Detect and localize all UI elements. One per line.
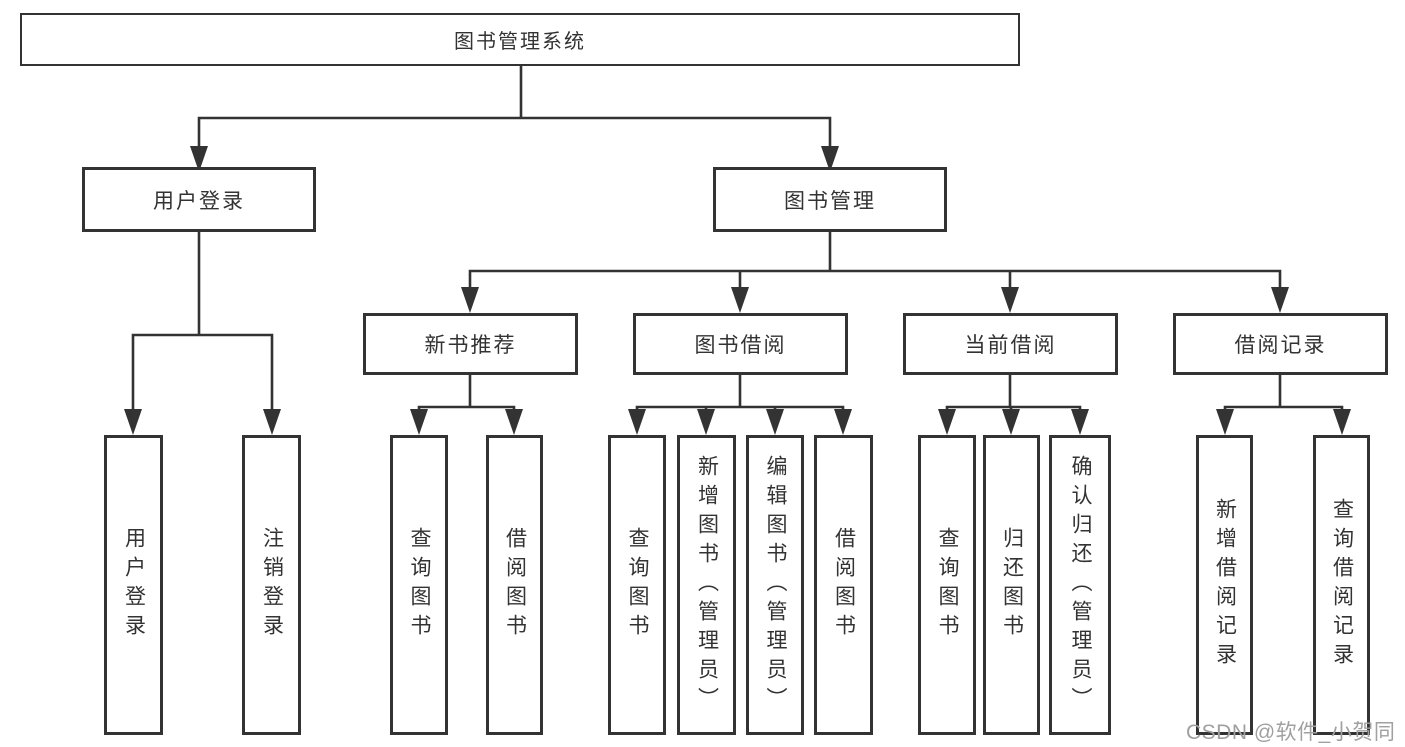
leaf-return-books: 归还图书 (983, 435, 1040, 735)
leaf-query-borrow-record: 查询借阅记录 (1313, 435, 1370, 735)
node-library-management-system: 图书管理系统 (20, 13, 1020, 66)
leaf-logout: 注销登录 (242, 435, 301, 735)
node-book-management-branch: 图书管理 (713, 167, 947, 232)
leaf-confirm-return-admin: 确认归还（管理员） (1049, 435, 1111, 735)
leaf-add-borrow-record: 新增借阅记录 (1196, 435, 1253, 735)
leaf-edit-books-admin: 编辑图书（管理员） (746, 435, 804, 735)
node-borrowing-records: 借阅记录 (1173, 313, 1388, 375)
leaf-query-books-borrowing: 查询图书 (608, 435, 666, 735)
node-current-borrowing: 当前借阅 (903, 313, 1118, 375)
leaf-borrow-books: 借阅图书 (814, 435, 873, 735)
node-new-book-recommendation: 新书推荐 (363, 313, 578, 375)
leaf-query-books-current: 查询图书 (918, 435, 976, 735)
leaf-query-books-recommend: 查询图书 (390, 435, 448, 735)
csdn-watermark: CSDN @软件_小贺同学 (1186, 721, 1396, 744)
leaf-add-books-admin: 新增图书（管理员） (677, 435, 736, 735)
node-book-borrowing: 图书借阅 (633, 313, 848, 375)
node-user-login-branch: 用户登录 (82, 167, 316, 232)
leaf-user-login: 用户登录 (104, 435, 163, 735)
leaf-borrow-books-recommend: 借阅图书 (486, 435, 543, 735)
